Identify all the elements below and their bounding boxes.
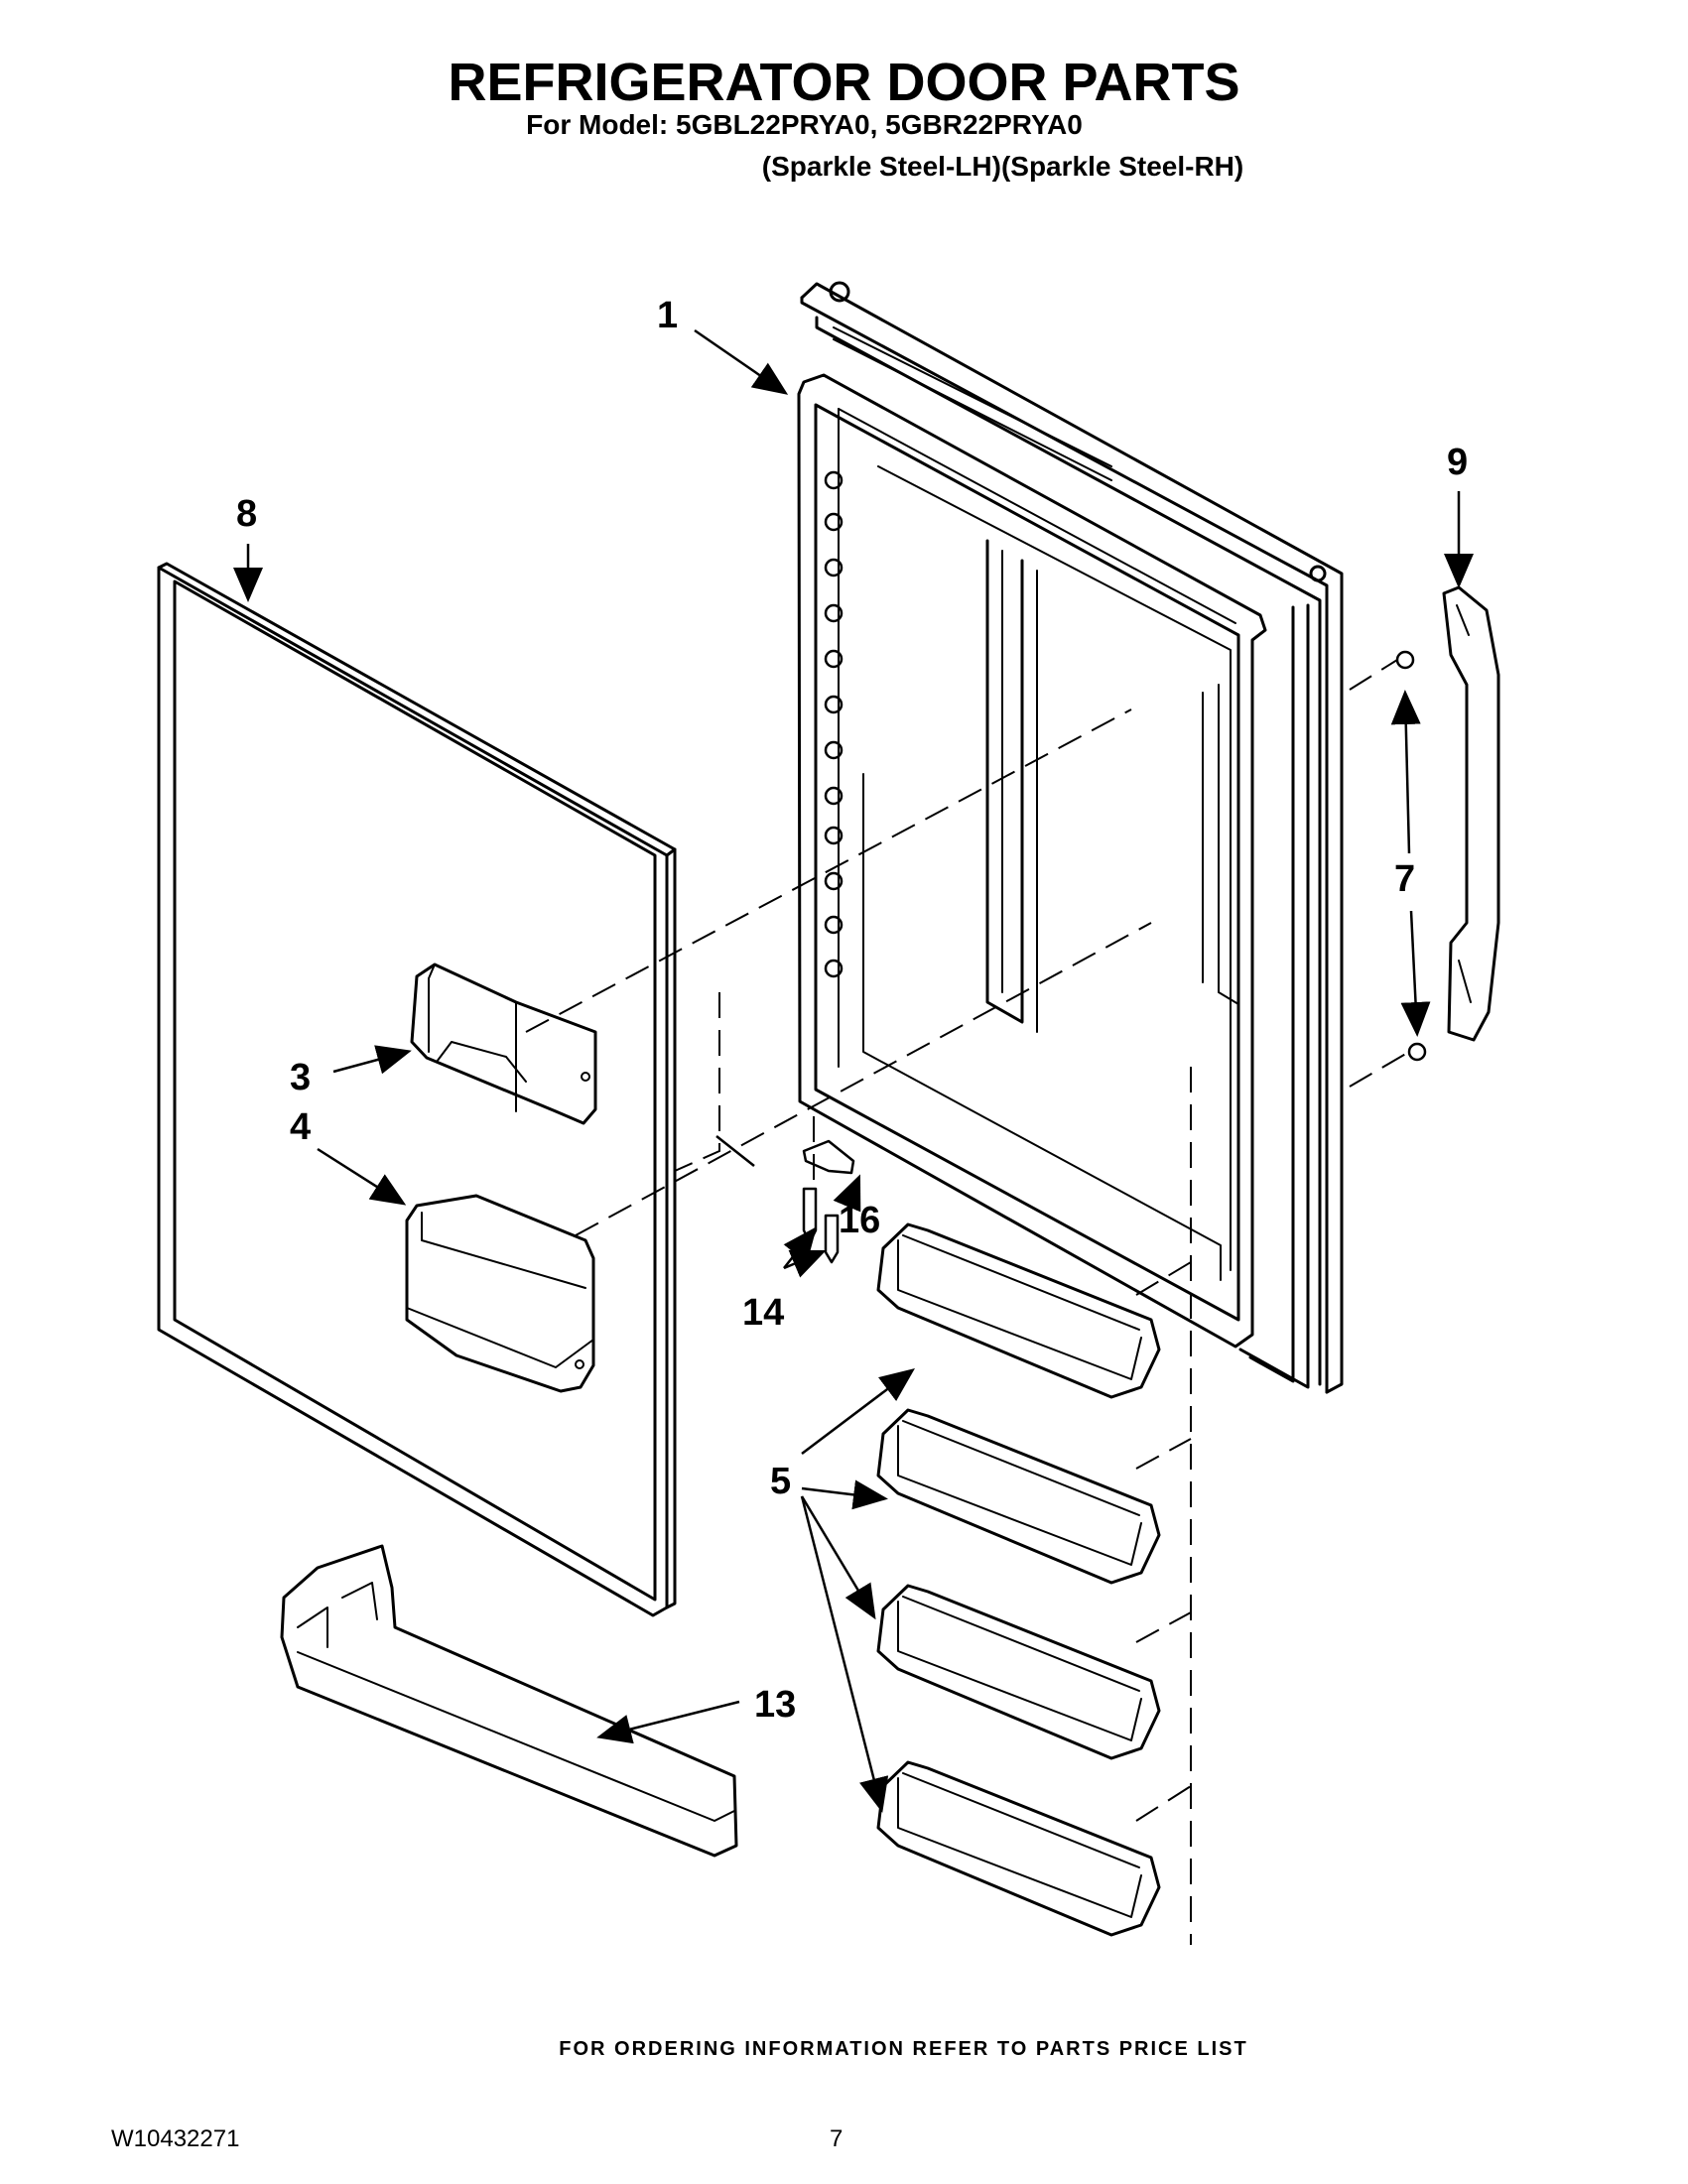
door-shelf-part-2: [876, 1408, 1161, 1585]
door-liner-part: [800, 281, 1344, 1394]
door-handle-part: [1442, 585, 1500, 1042]
hinge-bracket-part: [802, 1139, 855, 1175]
page-title: REFRIGERATOR DOOR PARTS: [448, 53, 1240, 112]
door-gasket-part: [157, 562, 677, 1617]
variant-line: (Sparkle Steel-LH)(Sparkle Steel-RH): [761, 151, 1244, 182]
door-shelf-part-3: [876, 1584, 1161, 1760]
callout-13: 13: [754, 1684, 796, 1726]
bracket-screw-2: [824, 1214, 840, 1264]
door-inner-frame: [797, 373, 1267, 1349]
callout-9: 9: [1447, 442, 1468, 483]
model-line: For Model: 5GBL22PRYA0, 5GBR22PRYA0: [526, 109, 1083, 140]
callout-4: 4: [290, 1106, 311, 1148]
callout-14: 14: [742, 1292, 784, 1334]
handle-screw-lower: [1407, 1042, 1427, 1062]
callout-7: 7: [1394, 858, 1415, 900]
handle-screw-upper: [1395, 650, 1415, 670]
callout-16: 16: [839, 1200, 880, 1241]
document-number: W10432271: [111, 2125, 240, 2152]
dairy-door-part: [410, 963, 597, 1125]
callout-3: 3: [290, 1057, 311, 1098]
dairy-bin-part: [405, 1194, 595, 1393]
page-number: 7: [830, 2125, 844, 2152]
callout-8: 8: [236, 493, 257, 535]
callout-5: 5: [770, 1461, 791, 1502]
ordering-note: FOR ORDERING INFORMATION REFER TO PARTS …: [559, 2038, 1248, 2060]
door-shelf-part-4: [876, 1760, 1161, 1937]
door-shelf-part-1: [876, 1222, 1161, 1399]
callout-1: 1: [657, 295, 678, 336]
lower-door-bin-part: [280, 1544, 738, 1858]
